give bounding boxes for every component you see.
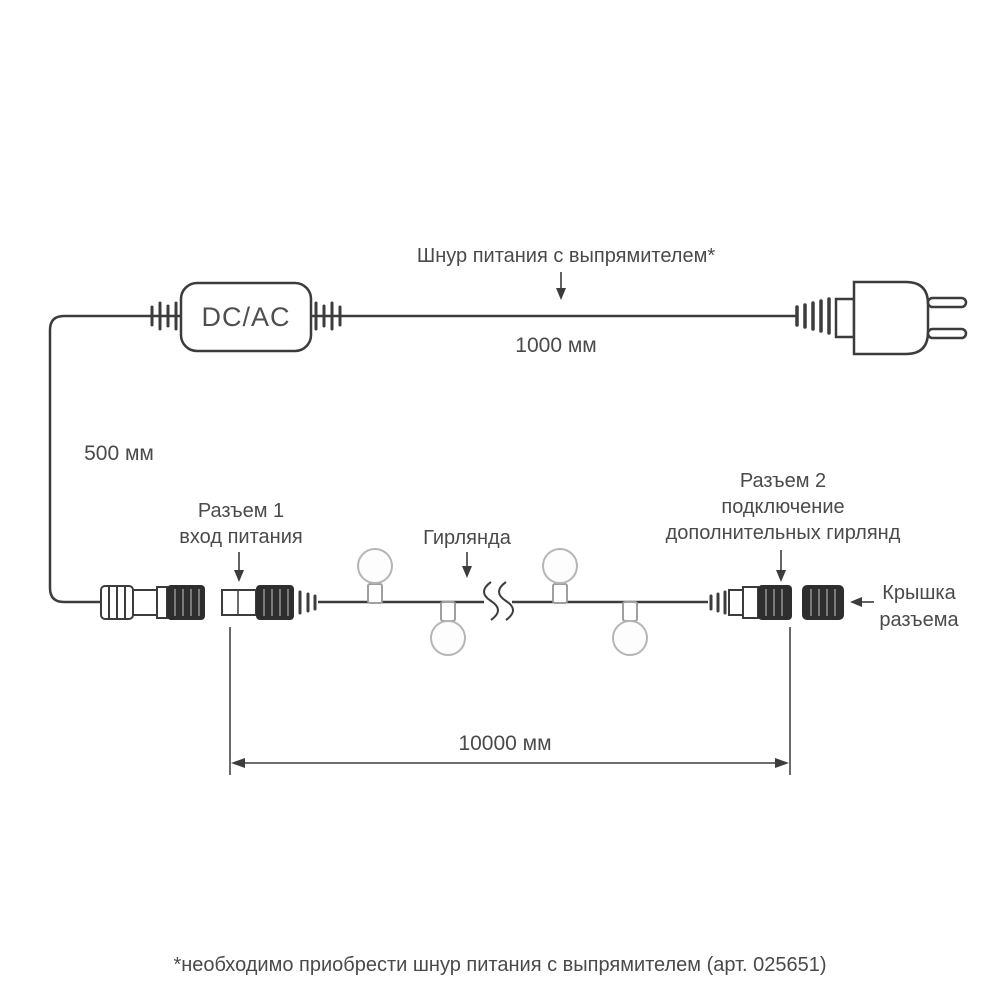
connector2-label-line2: подключение: [721, 496, 844, 518]
garland-length-label: 10000 мм: [458, 732, 551, 755]
power-cord-label: Шнур питания с выпрямителем*: [417, 245, 715, 267]
bulb-down-2: [612, 601, 648, 656]
connector2-icon: [709, 585, 792, 620]
garland-assembly: [100, 548, 844, 656]
footnote: *необходимо приобрести шнур питания с вы…: [173, 954, 826, 976]
connector-cap-icon: [802, 585, 844, 620]
cap-label-line2: разъема: [879, 609, 959, 631]
garland-arrow-icon: [462, 552, 472, 578]
converter-label: DC/AC: [201, 302, 290, 332]
bulb-down-1: [430, 601, 466, 656]
power-wire-left: [48, 314, 181, 604]
connector1-label-line2: вход питания: [179, 526, 302, 548]
cap-label-line1: Крышка: [882, 582, 956, 604]
cap-arrow-icon: [850, 597, 874, 607]
connector2-label-line3: дополнительных гирлянд: [666, 522, 901, 544]
dc-ac-converter: DC/AC: [179, 281, 313, 353]
bulb-up-1: [357, 548, 393, 604]
garland-label: Гирлянда: [423, 527, 512, 549]
power-cord-arrow-icon: [556, 272, 566, 300]
garland-dimension: 10000 мм: [229, 627, 791, 775]
power-cord-assembly: DC/AC: [48, 280, 968, 604]
power-plug-icon: [834, 280, 968, 356]
plug-strain-relief-icon: [795, 297, 831, 335]
power-cord-length-label: 1000 мм: [515, 334, 596, 357]
connector1-arrow-icon: [234, 552, 244, 582]
cord-grip-left-icon: [150, 301, 178, 331]
power-wire-connector-icon: [100, 585, 205, 620]
connector2-arrow-icon: [776, 550, 786, 582]
cord-grip-right-icon: [314, 301, 342, 331]
break-symbol-icon: [483, 581, 514, 621]
connector2-label-line1: Разъем 2: [740, 470, 826, 492]
bulb-up-2: [542, 548, 578, 604]
drop-length-label: 500 мм: [84, 442, 154, 465]
connector1-label-line1: Разъем 1: [198, 500, 284, 522]
connector1-icon: [221, 585, 317, 620]
callouts: Шнур питания с выпрямителем* 1000 мм 500…: [84, 245, 959, 631]
